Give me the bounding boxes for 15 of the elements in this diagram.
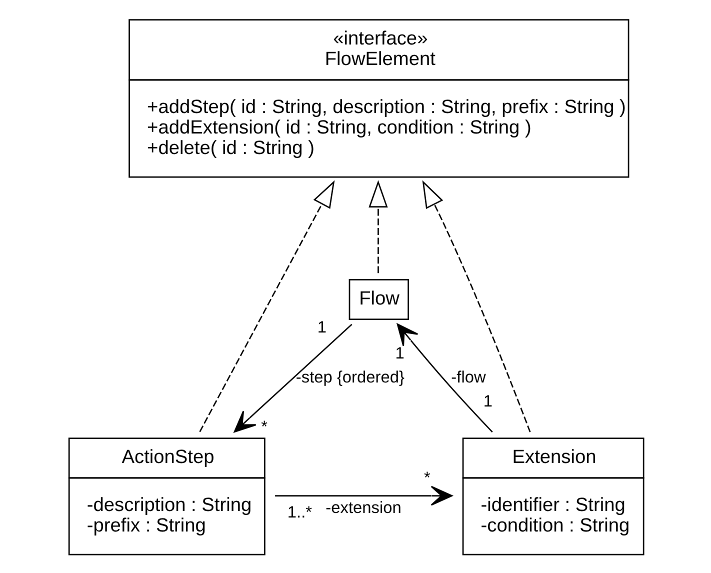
- label: 1: [316, 318, 326, 337]
- label: 1..*: [286, 503, 312, 522]
- arrow: [274, 486, 452, 506]
- label: *: [260, 418, 267, 436]
- label: 1: [482, 392, 492, 411]
- arrow: [422, 180, 530, 432]
- arrow: [198, 180, 334, 432]
- label: *: [424, 468, 430, 487]
- arrow: [233, 324, 352, 433]
- arrow: [396, 323, 492, 433]
- edge-label: -step {ordered}: [295, 368, 404, 386]
- edge-label: -flow: [450, 368, 486, 386]
- arrow: [368, 180, 388, 274]
- label: 1: [394, 344, 404, 362]
- edge-label: -extension: [325, 499, 401, 518]
